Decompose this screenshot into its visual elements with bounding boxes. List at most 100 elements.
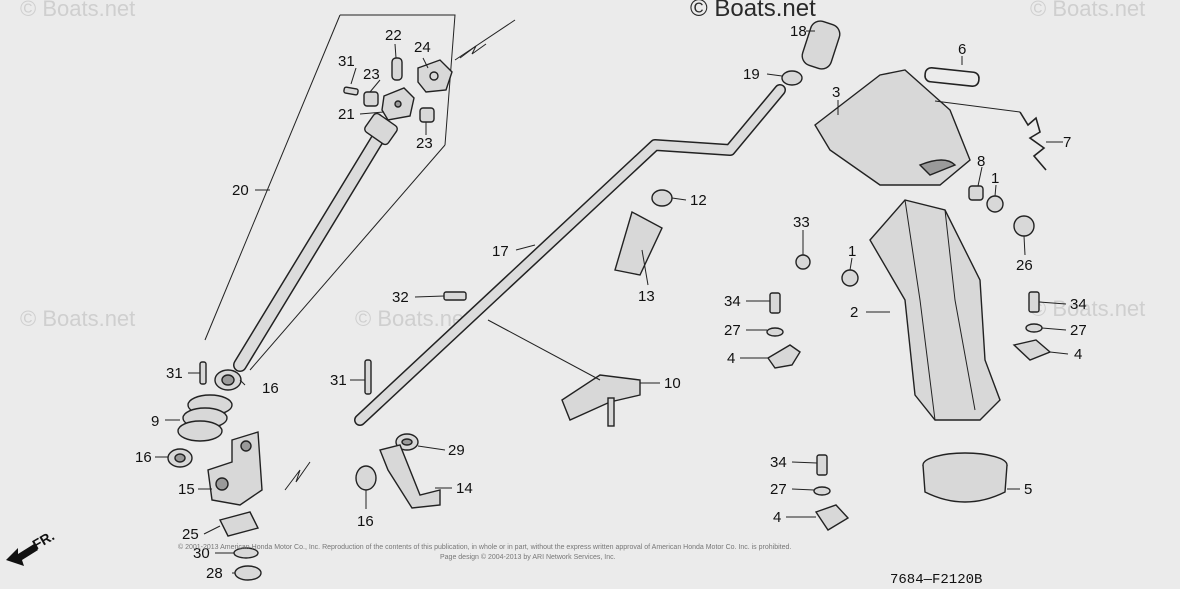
part-12-nut [651, 189, 673, 207]
callout: 34 [724, 293, 741, 310]
callout: 22 [385, 27, 402, 44]
callout: 27 [1070, 322, 1087, 339]
callout: 30 [193, 545, 210, 562]
part-27-washer [813, 486, 831, 496]
callout: 1 [991, 170, 999, 187]
watermark: © Boats.net [1030, 0, 1145, 21]
callout: 6 [958, 41, 966, 58]
part-14-bracket [379, 444, 441, 509]
part-23-collar [363, 91, 379, 107]
part-34-bolt [1028, 291, 1040, 313]
callout: 34 [1070, 296, 1087, 313]
part-7-spring [1019, 111, 1047, 171]
callout: 23 [363, 66, 380, 83]
callout: 26 [1016, 257, 1033, 274]
callout: 4 [727, 350, 735, 367]
assembly-20-outline [204, 14, 341, 341]
control-rod [233, 128, 387, 372]
callout: 1 [848, 243, 856, 260]
part-23-collar [419, 107, 435, 123]
part-28-nut [234, 565, 262, 581]
callout: 3 [832, 84, 840, 101]
callout: 9 [151, 413, 159, 430]
part-15-bracket [207, 431, 263, 506]
assembly-20-outline [340, 14, 456, 146]
callout: 27 [724, 322, 741, 339]
callout: 27 [770, 481, 787, 498]
assembly-20-outline [249, 144, 446, 371]
part-22-pin [391, 57, 403, 81]
callout: 16 [357, 513, 374, 530]
watermark: © Boats.net [355, 306, 470, 331]
callout: 25 [182, 526, 199, 543]
callout: 14 [456, 480, 473, 497]
part-4-clamp [766, 344, 801, 369]
callout: 31 [166, 365, 183, 382]
part-31-pin [364, 359, 372, 395]
arrow-line [454, 19, 516, 61]
part-33-bolt [795, 254, 811, 270]
callout: 4 [773, 509, 781, 526]
callout: 33 [793, 214, 810, 231]
callout: 34 [770, 454, 787, 471]
watermark: © Boats.net [1030, 296, 1145, 321]
watermark: © Boats.net [690, 0, 816, 22]
callout: 16 [135, 449, 152, 466]
part-24-clevis [417, 59, 453, 93]
callout: 12 [690, 192, 707, 209]
copyright-line: Page design © 2004-2013 by ARI Network S… [440, 553, 616, 561]
part-1-washer [841, 269, 859, 287]
callout-labels: 31 22 23 24 21 23 20 31 16 9 16 15 25 30… [135, 23, 1087, 582]
part-1-washer [986, 195, 1004, 213]
front-direction-arrow: FR. [6, 527, 57, 566]
part-26-nut [1013, 215, 1035, 237]
callout: 18 [790, 23, 807, 40]
part-25-plate [218, 511, 260, 537]
part-29-washer [395, 433, 419, 451]
callout: 17 [492, 243, 509, 260]
callout: 7 [1063, 134, 1071, 151]
callout: 4 [1074, 346, 1082, 363]
copyright-line: © 2001-2013 American Honda Motor Co., In… [178, 543, 791, 551]
leader-lines [155, 30, 1069, 574]
callout: 19 [743, 66, 760, 83]
callout: 20 [232, 182, 249, 199]
callout: 10 [664, 375, 681, 392]
break-mark [284, 43, 487, 491]
part-27-washer [1025, 323, 1043, 333]
watermark: © Boats.net [20, 306, 135, 331]
callout: 5 [1024, 481, 1032, 498]
part-18-grip [801, 20, 841, 70]
callout: 28 [206, 565, 223, 582]
part-3-deflector [814, 69, 971, 186]
callout: 31 [338, 53, 355, 70]
part-34-bolt [769, 292, 781, 314]
part-16-bushing [167, 448, 193, 468]
callout: 21 [338, 106, 355, 123]
chute-crank-shaft [354, 84, 786, 426]
callout: 23 [416, 135, 433, 152]
part-4-clamp [1012, 339, 1052, 361]
callout: 31 [330, 372, 347, 389]
part-4-clamp [814, 504, 850, 531]
part-8-collar [968, 185, 984, 201]
part-2-chute [869, 199, 1001, 421]
callout: 15 [178, 481, 195, 498]
callout: 24 [414, 39, 431, 56]
part-10-bracket [561, 374, 641, 427]
part-31-pin [343, 86, 359, 96]
part-31-pin [199, 361, 207, 385]
callout: 8 [977, 153, 985, 170]
part-13-guide [614, 210, 663, 276]
callout: 2 [850, 304, 858, 321]
part-27-washer [766, 327, 784, 337]
watermark: © Boats.net [20, 0, 135, 21]
diagram-code: 7684—F2120B [890, 572, 982, 588]
callout: 29 [448, 442, 465, 459]
part-5-chute-ring [922, 452, 1008, 503]
part-16-bushing [355, 465, 377, 491]
part-19-grommet [781, 70, 803, 86]
callout: 32 [392, 289, 409, 306]
